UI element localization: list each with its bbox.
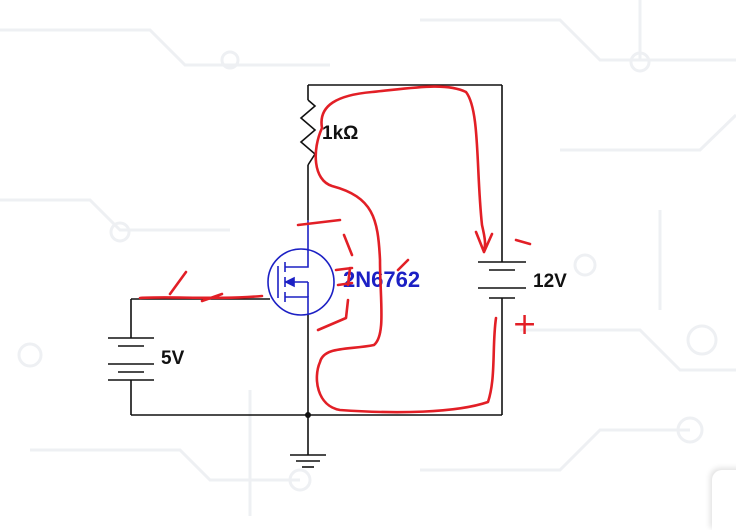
minus-annotation [514, 238, 532, 246]
background-circuit-pattern [0, 0, 736, 516]
circuit-schematic: 1kΩ 5V 12V 2N6762 [108, 84, 567, 468]
resistor-1k [299, 99, 317, 166]
battery-12v-label: 12V [533, 271, 567, 292]
plus-annotation: + [512, 307, 537, 342]
ground-symbol [290, 454, 326, 468]
resistor-label: 1kΩ [322, 123, 358, 144]
source-annotation-scribble [296, 218, 354, 332]
mosfet-label-marks [334, 258, 410, 287]
gate-annotation-scribble [138, 270, 264, 303]
corner-panel-tab[interactable] [712, 470, 736, 530]
current-loop-annotation [314, 85, 498, 414]
junction-dot [305, 412, 311, 418]
battery-5v [108, 337, 154, 381]
mosfet-symbol [267, 220, 335, 316]
battery-5v-label: 5V [161, 348, 185, 369]
battery-12v [478, 261, 526, 299]
